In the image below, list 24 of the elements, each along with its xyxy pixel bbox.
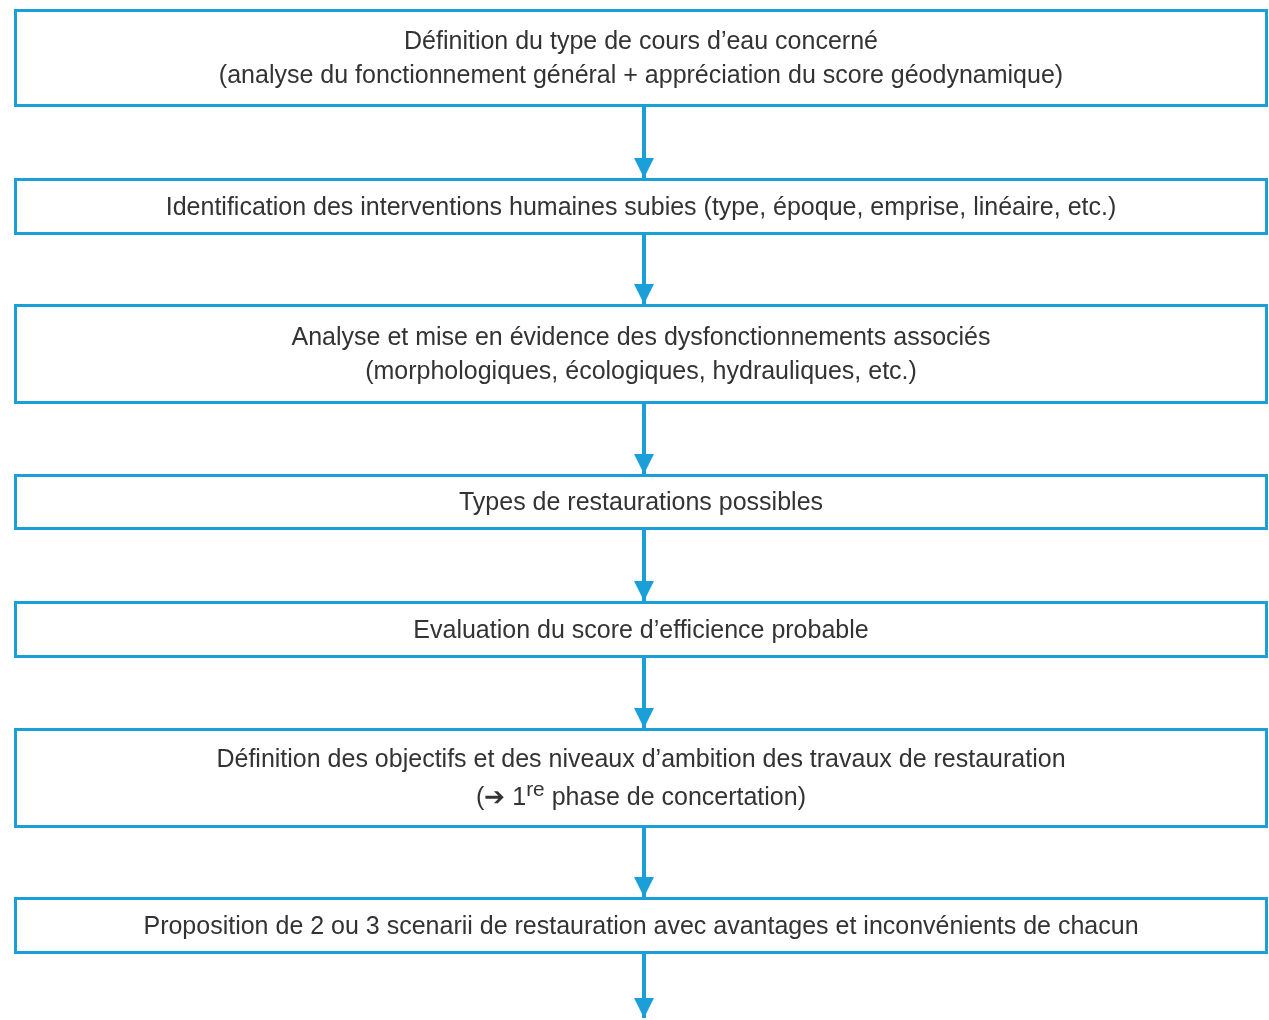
step-note: (➔ 1$^{re}$ phase de concertation): [476, 776, 806, 813]
arrow: [634, 107, 654, 178]
step-text: Types de restaurations possibles: [458, 486, 824, 518]
step-note: (analyse du fonctionnement général + appréciation du score géodynamique): [218, 59, 1064, 90]
step-text: Analyse et mise en évidence des dysfonctionnements associés: [291, 321, 991, 353]
process-box: [14, 178, 1268, 235]
process-box: [14, 304, 1268, 404]
arrow: [634, 658, 654, 728]
arrow: [634, 530, 654, 601]
step-note: (morphologiques, écologiques, hydrauliques, etc.): [365, 355, 917, 386]
step-text: Evaluation du score d’efficience probable: [413, 613, 869, 645]
arrow: [634, 235, 654, 304]
step-text: Définition du type de cours d’eau concerné: [404, 25, 878, 57]
step-text: Proposition de 2 ou 3 scenarii de restauration avec avantages et inconvénients de chacun: [143, 909, 1139, 941]
step-text: Identification des interventions humaines subies (type, époque, emprise, linéaire, etc.): [165, 190, 1117, 222]
process-box: [14, 728, 1268, 828]
process-box: [14, 9, 1268, 107]
process-box: [14, 897, 1268, 954]
arrow: [634, 404, 654, 474]
arrow: [634, 828, 654, 897]
step-text: Définition des objectifs et des niveaux d’ambition des travaux de restauration: [216, 742, 1066, 774]
process-box: [14, 601, 1268, 658]
process-box: [14, 474, 1268, 530]
arrow: [634, 954, 654, 1018]
